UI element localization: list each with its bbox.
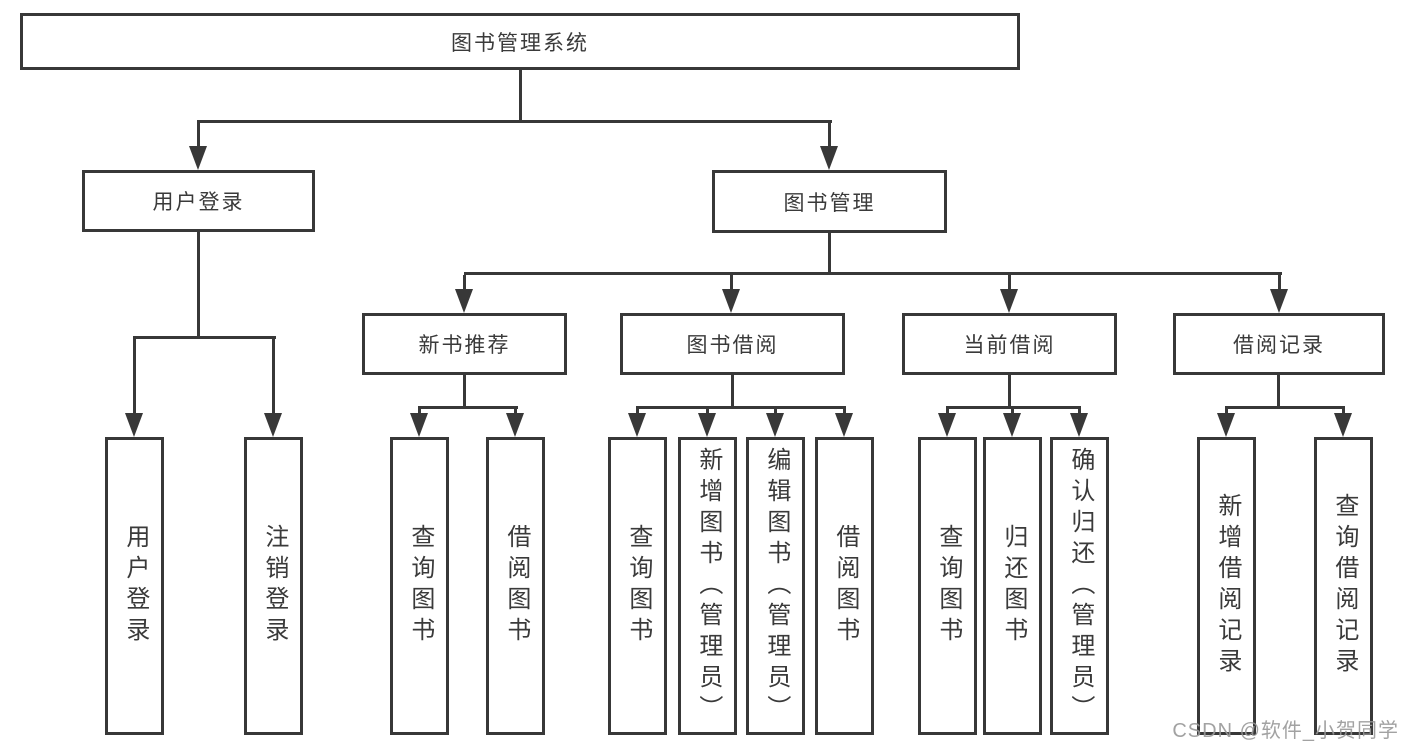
- connector-book-borrow-distributor: [636, 406, 846, 409]
- leaf-add-borrow-record-label: 新增借阅记录: [1213, 493, 1241, 679]
- leaf-query-book-3-label: 查询图书: [934, 524, 962, 648]
- node-current-borrow-label: 当前借阅: [963, 334, 1056, 357]
- arrow-to-leaf-return-book: [1003, 409, 1022, 437]
- connector-book-mgmt-stem: [828, 233, 831, 272]
- leaf-query-book-3: 查询图书: [918, 437, 977, 735]
- arrow-to-new-book-rec: [455, 275, 474, 313]
- connector-current-borrow-stem: [1008, 375, 1011, 406]
- leaf-query-borrow-record-label: 查询借阅记录: [1330, 493, 1358, 679]
- node-current-borrow: 当前借阅: [902, 313, 1117, 375]
- leaf-user-login-label: 用户登录: [121, 524, 149, 648]
- leaf-query-book-2: 查询图书: [608, 437, 667, 735]
- leaf-logout-label: 注销登录: [260, 524, 288, 648]
- arrow-to-leaf-borrow-book-2: [835, 409, 854, 437]
- leaf-borrow-book-2-label: 借阅图书: [831, 524, 859, 648]
- connector-book-borrow-stem: [731, 375, 734, 406]
- arrow-to-leaf-add-record: [1217, 409, 1236, 437]
- node-book-borrow: 图书借阅: [620, 313, 845, 375]
- arrow-to-leaf-logout: [264, 339, 283, 437]
- leaf-borrow-book-1: 借阅图书: [486, 437, 545, 735]
- leaf-borrow-book-2: 借阅图书: [815, 437, 874, 735]
- arrow-to-leaf-query-book-1: [410, 409, 429, 437]
- node-new-book-rec: 新书推荐: [362, 313, 567, 375]
- node-library-system-label: 图书管理系统: [451, 31, 589, 55]
- connector-new-book-stem: [463, 375, 466, 406]
- leaf-user-login: 用户登录: [105, 437, 164, 735]
- leaf-borrow-book-1-label: 借阅图书: [502, 524, 530, 648]
- connector-book-mgmt-distributor: [464, 272, 1282, 275]
- arrow-to-leaf-query-book-2: [628, 409, 647, 437]
- connector-root-distributor: [197, 120, 832, 123]
- arrow-to-leaf-query-record: [1334, 409, 1353, 437]
- arrow-to-book-borrow: [722, 275, 741, 313]
- node-borrow-records: 借阅记录: [1173, 313, 1385, 375]
- leaf-edit-book: 编辑图书（管理员）: [746, 437, 805, 735]
- node-user-login: 用户登录: [82, 170, 315, 232]
- leaf-query-book-1-label: 查询图书: [406, 524, 434, 648]
- arrow-to-leaf-query-book-3: [938, 409, 957, 437]
- arrow-to-leaf-edit-book: [766, 409, 785, 437]
- node-library-system: 图书管理系统: [20, 13, 1020, 70]
- arrow-to-leaf-user-login: [125, 339, 144, 437]
- leaf-return-book-label: 归还图书: [999, 524, 1027, 648]
- connector-root-stem: [519, 69, 522, 123]
- arrow-to-user-login: [189, 123, 208, 170]
- connector-user-login-stem: [197, 232, 200, 336]
- leaf-add-book: 新增图书（管理员）: [678, 437, 737, 735]
- node-user-login-label: 用户登录: [152, 191, 245, 214]
- connector-new-book-distributor: [418, 406, 518, 409]
- leaf-add-borrow-record: 新增借阅记录: [1197, 437, 1256, 735]
- node-borrow-records-label: 借阅记录: [1233, 334, 1325, 357]
- leaf-return-book: 归还图书: [983, 437, 1042, 735]
- arrow-to-book-management: [820, 123, 839, 170]
- connector-user-login-distributor: [133, 336, 276, 339]
- node-book-management-label: 图书管理: [783, 191, 876, 215]
- arrow-to-borrow-records: [1270, 275, 1289, 313]
- connector-current-borrow-distributor: [946, 406, 1081, 409]
- leaf-confirm-return-label: 确认归还（管理员）: [1066, 446, 1094, 726]
- leaf-query-book-1: 查询图书: [390, 437, 449, 735]
- arrow-to-leaf-add-book: [698, 409, 717, 437]
- leaf-query-book-2-label: 查询图书: [624, 524, 652, 648]
- leaf-query-borrow-record: 查询借阅记录: [1314, 437, 1373, 735]
- node-book-management: 图书管理: [712, 170, 947, 233]
- arrow-to-leaf-borrow-book-1: [506, 409, 525, 437]
- leaf-logout: 注销登录: [244, 437, 303, 735]
- leaf-add-book-label: 新增图书（管理员）: [694, 446, 722, 726]
- arrow-to-leaf-confirm-return: [1070, 409, 1089, 437]
- leaf-confirm-return: 确认归还（管理员）: [1050, 437, 1109, 735]
- connector-borrow-records-distributor: [1225, 406, 1345, 409]
- connector-borrow-records-stem: [1277, 375, 1280, 406]
- node-new-book-rec-label: 新书推荐: [418, 334, 511, 357]
- leaf-edit-book-label: 编辑图书（管理员）: [762, 446, 790, 726]
- arrow-to-current-borrow: [1000, 275, 1019, 313]
- node-book-borrow-label: 图书借阅: [686, 334, 779, 357]
- csdn-watermark: CSDN @软件_小贺同学: [1172, 720, 1399, 742]
